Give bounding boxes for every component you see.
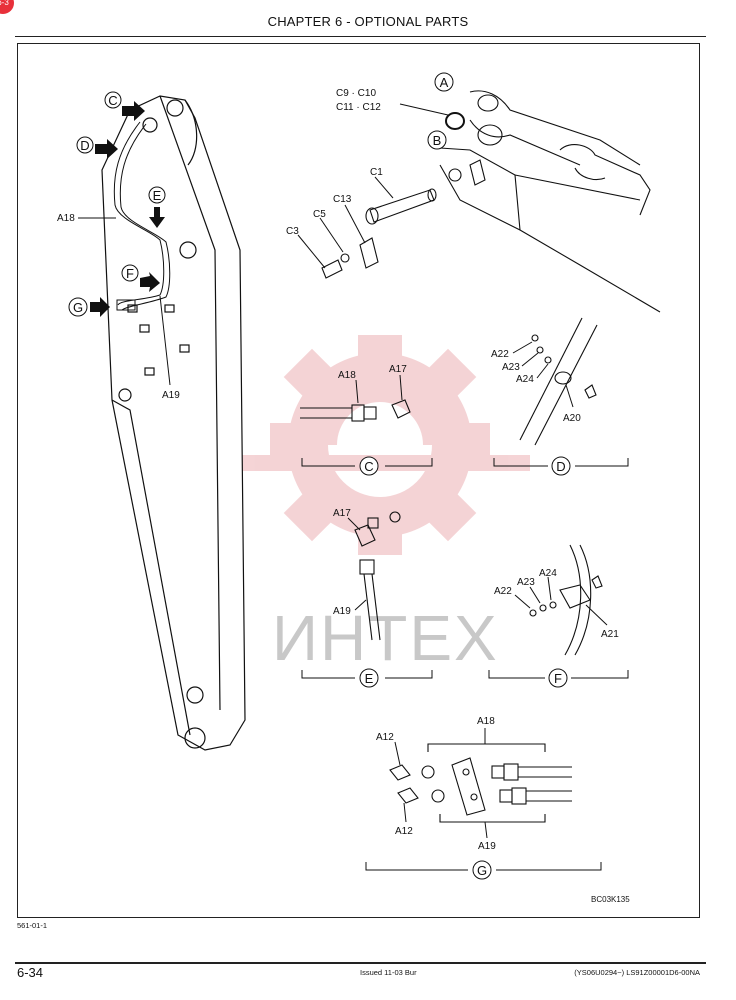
detail-D-bracket (493, 458, 629, 467)
label-A20: A20 (563, 413, 581, 424)
svg-text:C: C (364, 459, 373, 474)
label-C9-C10: C9 · C10 (336, 88, 376, 99)
label-A23-detail-F: A23 (517, 577, 535, 588)
callout-F-detail: F (548, 668, 568, 688)
callout-A: A (434, 72, 454, 92)
svg-text:E: E (365, 671, 374, 686)
detail-C-bracket (301, 458, 433, 467)
label-A18-detail-G: A18 (477, 716, 495, 727)
callout-D-boom: D (76, 136, 94, 154)
callout-C-detail: C (359, 456, 379, 476)
corner-badge: 6-3 (0, 0, 14, 14)
svg-text:F: F (554, 671, 562, 686)
hose-lines (113, 121, 171, 386)
bushing-washer (445, 112, 465, 130)
callout-C-boom: C (104, 91, 122, 109)
svg-text:C: C (108, 93, 117, 108)
figure-ref: 561-01-1 (17, 921, 48, 930)
label-C3: C3 (286, 226, 299, 237)
detail-E-bracket (301, 670, 433, 679)
svg-text:D: D (80, 138, 89, 153)
svg-text:E: E (153, 188, 162, 203)
header-rule (15, 36, 706, 37)
arm-drawing (439, 90, 661, 313)
svg-text:G: G (477, 863, 487, 878)
label-C5: C5 (313, 209, 326, 220)
arrow-icons (90, 101, 165, 317)
label-A19-detail-G: A19 (478, 841, 496, 852)
label-A19-detail-E: A19 (333, 606, 351, 617)
label-A18-boom: A18 (57, 213, 75, 224)
pin-assembly (321, 188, 437, 279)
detail-F-bracket (488, 670, 629, 679)
detail-G-bracket (365, 862, 602, 871)
label-A12-top: A12 (376, 732, 394, 743)
callout-B: B (427, 130, 447, 150)
label-A12-bottom: A12 (395, 826, 413, 837)
label-A23-detail-D: A23 (502, 362, 520, 373)
svg-text:B: B (433, 133, 442, 148)
callout-F-boom: F (121, 264, 139, 282)
label-A24-detail-D: A24 (516, 374, 534, 385)
callout-D-detail: D (551, 456, 571, 476)
watermark-text: ИНТЕХ (272, 602, 499, 674)
svg-text:G: G (73, 300, 83, 315)
doc-code: (YS06U0294~) LS91Z00001D6-00NA (574, 968, 700, 977)
detail-E-drawing (354, 511, 401, 641)
callout-G-detail: G (472, 860, 492, 880)
callout-E-boom: E (148, 186, 166, 204)
label-A22-detail-D: A22 (491, 349, 509, 360)
label-A18-detail-C: A18 (338, 370, 356, 381)
label-C1: C1 (370, 167, 383, 178)
label-A24-detail-F: A24 (539, 568, 557, 579)
detail-C-drawing (300, 399, 411, 422)
callout-E-detail: E (359, 668, 379, 688)
label-A21: A21 (601, 629, 619, 640)
boom-drawing (101, 95, 246, 751)
svg-text:F: F (126, 266, 134, 281)
figure-frame (17, 43, 700, 918)
label-C11-C12: C11 · C12 (336, 102, 381, 113)
label-A22-detail-F: A22 (494, 586, 512, 597)
figure-code: BC03K135 (591, 895, 630, 904)
label-A17-detail-E: A17 (333, 508, 351, 519)
label-A17-detail-C: A17 (389, 364, 407, 375)
detail-G-drawing (389, 743, 572, 823)
label-A19-boom: A19 (162, 390, 180, 401)
label-C13: C13 (333, 194, 352, 205)
svg-text:A: A (440, 75, 449, 90)
detail-F-drawing (529, 544, 603, 656)
watermark-gear-icon (230, 335, 530, 555)
footer-rule (15, 962, 706, 964)
issue-text: Issued 11-03 Bur (360, 968, 417, 977)
chapter-title: CHAPTER 6 - OPTIONAL PARTS (267, 14, 469, 29)
callout-G-boom: G (68, 297, 88, 317)
svg-text:D: D (556, 459, 565, 474)
page-number: 6-34 (17, 965, 44, 980)
